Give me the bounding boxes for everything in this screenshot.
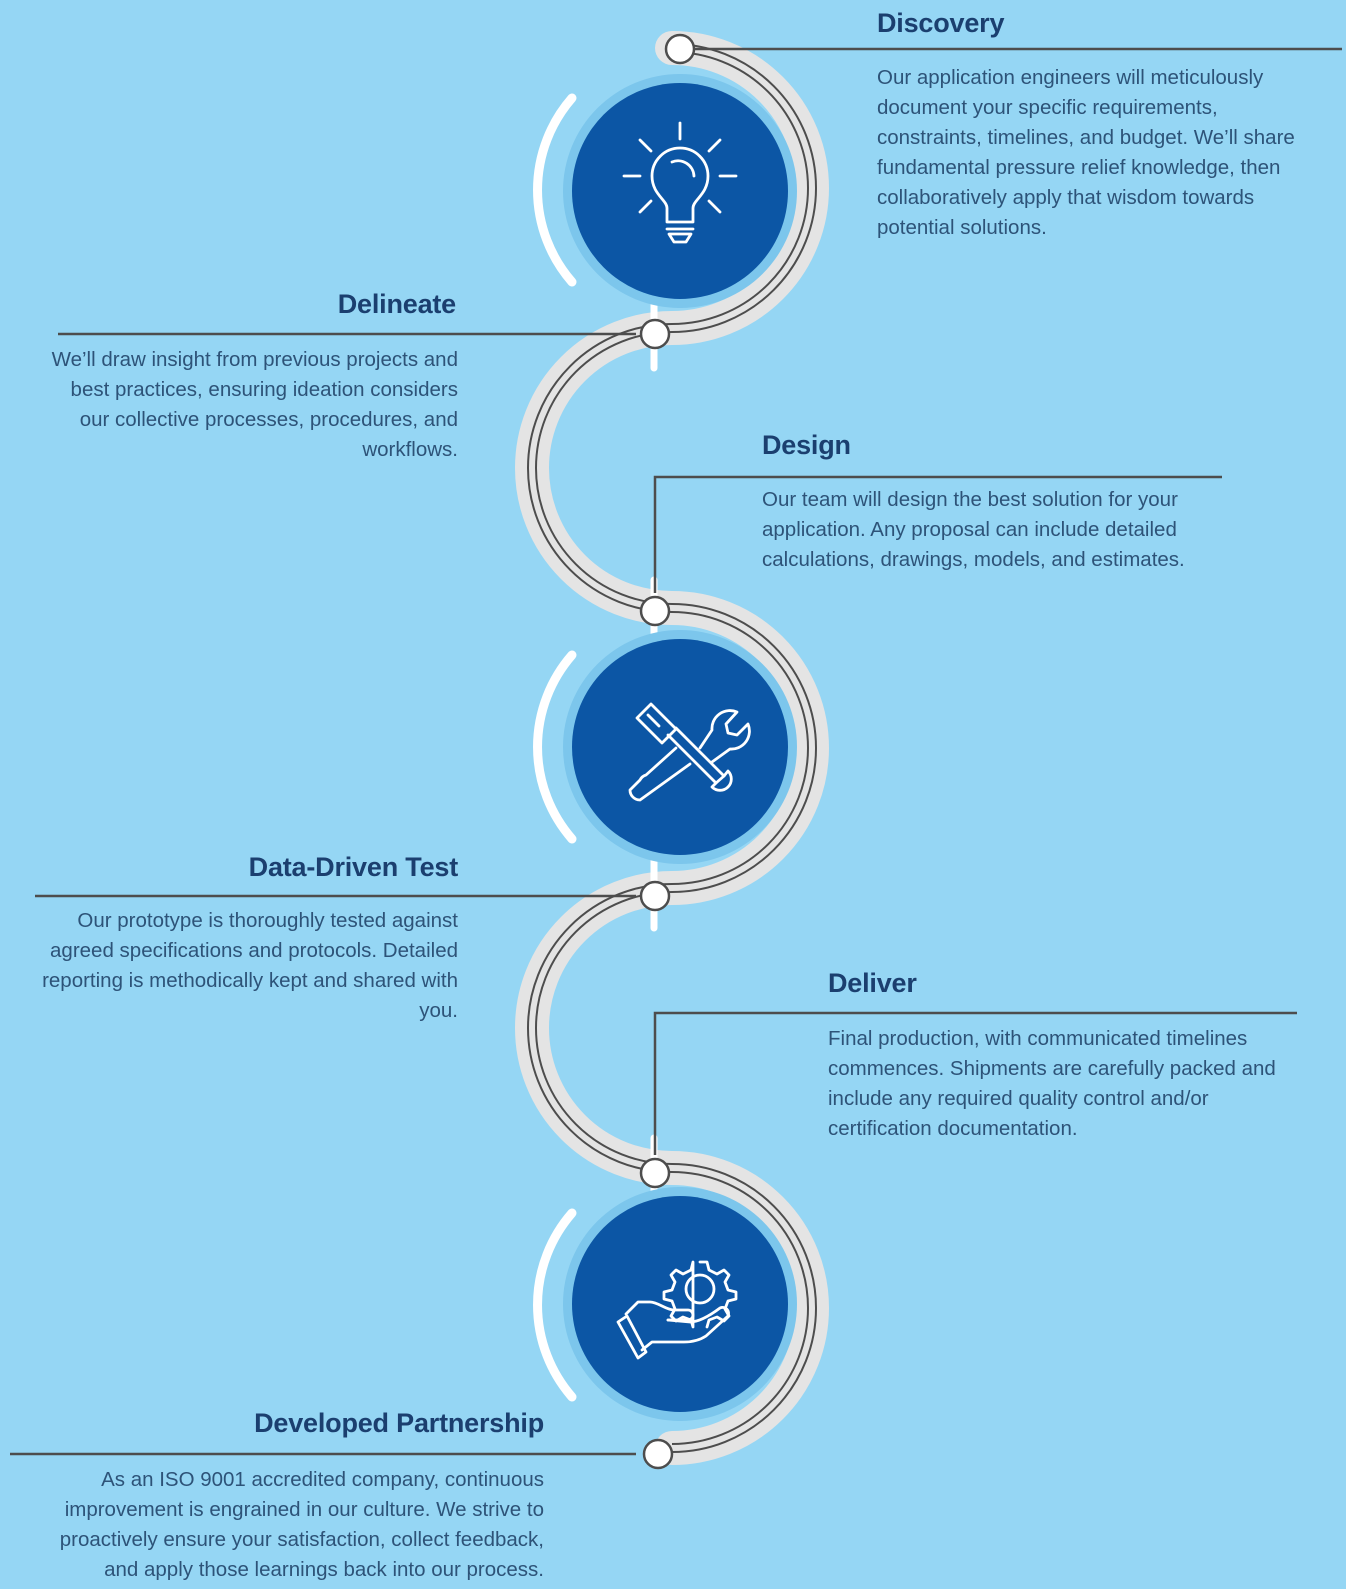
- step-description-discovery: Our application engineers will meticulou…: [877, 66, 1295, 239]
- accent-arc: [533, 650, 577, 844]
- accent-arc: [533, 1208, 577, 1402]
- node-discovery: [664, 33, 696, 65]
- hand-gear-icon: [616, 1260, 738, 1360]
- step-description-delineate: We’ll draw insight from previous project…: [51, 348, 458, 461]
- step-description-design: Our team will design the best solution f…: [762, 488, 1185, 571]
- step-title-design: Design: [762, 430, 851, 460]
- node-deliver: [639, 1157, 671, 1189]
- connector-deliver: [653, 1011, 1297, 1155]
- step-description-developed-partnership: As an ISO 9001 accredited company, conti…: [59, 1468, 544, 1581]
- step-title-developed-partnership: Developed Partnership: [254, 1408, 544, 1438]
- serpentine-line-gap: [529, 45, 815, 1451]
- node-test: [639, 880, 671, 912]
- accent-arc: [533, 93, 577, 287]
- connectors: [10, 47, 1342, 1456]
- step-description-deliver: Final production, with communicated time…: [828, 1027, 1276, 1140]
- step-title-delineate: Delineate: [337, 289, 456, 319]
- nodes: [639, 33, 696, 1470]
- step-title-discovery: Discovery: [877, 8, 1005, 38]
- step-description-data-driven-test: Our prototype is thoroughly tested again…: [42, 909, 458, 1022]
- node-partnership: [642, 1438, 674, 1470]
- icon-circle: [572, 1196, 788, 1412]
- step-title-data-driven-test: Data-Driven Test: [248, 852, 459, 882]
- node-design: [639, 595, 671, 627]
- node-delineate: [639, 318, 671, 350]
- tools-icon: [628, 702, 751, 802]
- connector-design: [653, 475, 1222, 593]
- lightbulb-icon: [622, 121, 738, 244]
- icon-circle: [572, 83, 788, 299]
- step-title-deliver: Deliver: [828, 968, 917, 998]
